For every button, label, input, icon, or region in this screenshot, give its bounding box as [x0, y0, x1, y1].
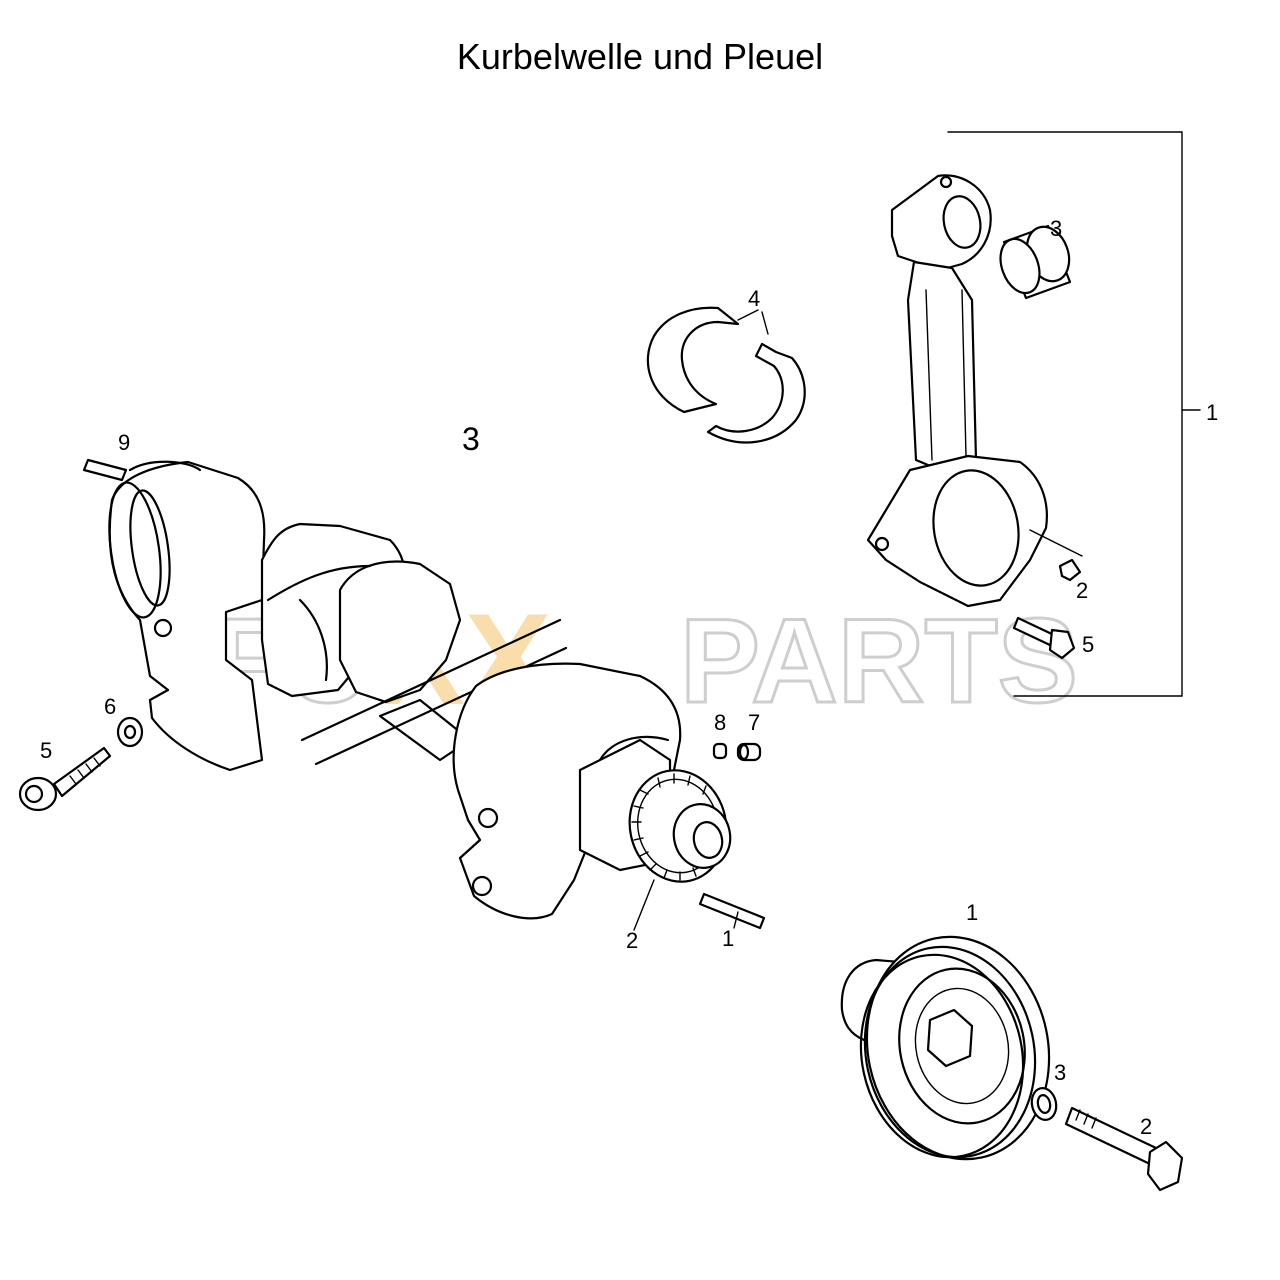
callout-bolt-5: 5 [1082, 632, 1094, 657]
crankshaft-timing-gear [628, 769, 732, 883]
callout-bushing-3: 3 [1050, 216, 1062, 241]
callout-group-3: 3 [462, 421, 480, 457]
callout-washer-3: 3 [1054, 1060, 1066, 1085]
page-title: Kurbelwelle und Pleuel [456, 36, 824, 77]
bearing-shell-lower [706, 342, 806, 444]
rear-hub-edge [598, 735, 670, 762]
callout-bolt-2: 2 [1140, 1114, 1152, 1139]
leader-shells [737, 309, 769, 335]
rear-counterweight-bore-1 [477, 807, 499, 829]
conrod-big-end-bore [932, 469, 1020, 587]
shaft-line-1 [300, 618, 562, 742]
conrod-big-end [866, 454, 1048, 608]
crankshaft: 3 9 6 5 8 7 2 1 [18, 421, 766, 953]
counterweight-bolt [18, 746, 112, 812]
conrod-oil-hole [939, 175, 953, 189]
pulley-face [898, 967, 1026, 1125]
conrod-bolt [1012, 616, 1076, 660]
connecting-rod: 1 3 2 5 [866, 131, 1218, 697]
dowel-pin [82, 458, 128, 482]
woodruff-key [698, 892, 766, 930]
leader-gear [633, 879, 655, 931]
callout-nut-2: 2 [1076, 578, 1088, 603]
pulley-groove-2 [859, 953, 1025, 1159]
bearing-shell-upper [646, 306, 740, 414]
front-journal [108, 481, 162, 619]
callout-washer-6: 6 [104, 694, 116, 719]
pulley-bolt [1064, 1106, 1184, 1192]
callout-shells-4: 4 [748, 286, 760, 311]
callout-plug-7: 7 [748, 710, 760, 735]
rear-counterweight [452, 662, 682, 920]
plug-small [712, 742, 728, 760]
crank-web-edge [266, 564, 372, 602]
bearing-shells: 4 [646, 286, 806, 444]
plug-large [736, 742, 762, 762]
crankshaft-pulley: 1 3 2 [840, 900, 1184, 1192]
conrod-cap-bolt-hole [874, 536, 890, 552]
conrod-shank-rib [925, 289, 967, 461]
callout-key-1: 1 [722, 926, 734, 951]
pulley-washer [1030, 1087, 1058, 1121]
conrod-cap-axis [1029, 529, 1083, 557]
pulley-center-nut [926, 1008, 974, 1068]
conrod-nut [1058, 558, 1082, 582]
rear-counterweight-bore-2 [471, 875, 493, 897]
leader-key [733, 911, 739, 929]
pulley-groove-1 [863, 945, 1037, 1159]
callout-pin-9: 9 [118, 430, 130, 455]
callout-conrod-1: 1 [1206, 400, 1218, 425]
crank-web-edge-2 [298, 598, 328, 682]
callout-gear-2: 2 [626, 928, 638, 953]
conrod-bushing [999, 224, 1072, 300]
pulley-face-inner [914, 987, 1010, 1105]
conrod-assembly-bracket [947, 131, 1183, 697]
conrod-small-end [890, 174, 992, 272]
conrod-small-end-bore [942, 195, 982, 249]
washer [116, 716, 144, 748]
front-counterweight-top [128, 460, 202, 472]
front-journal-inner [129, 489, 171, 607]
callout-plug-8: 8 [714, 710, 726, 735]
callout-bolt-5: 5 [40, 738, 52, 763]
front-counterweight-bore [153, 618, 173, 638]
callout-pulley-1: 1 [966, 900, 978, 925]
crank-web-2 [338, 560, 462, 704]
watermark-suffix: PARTS [680, 594, 1078, 728]
